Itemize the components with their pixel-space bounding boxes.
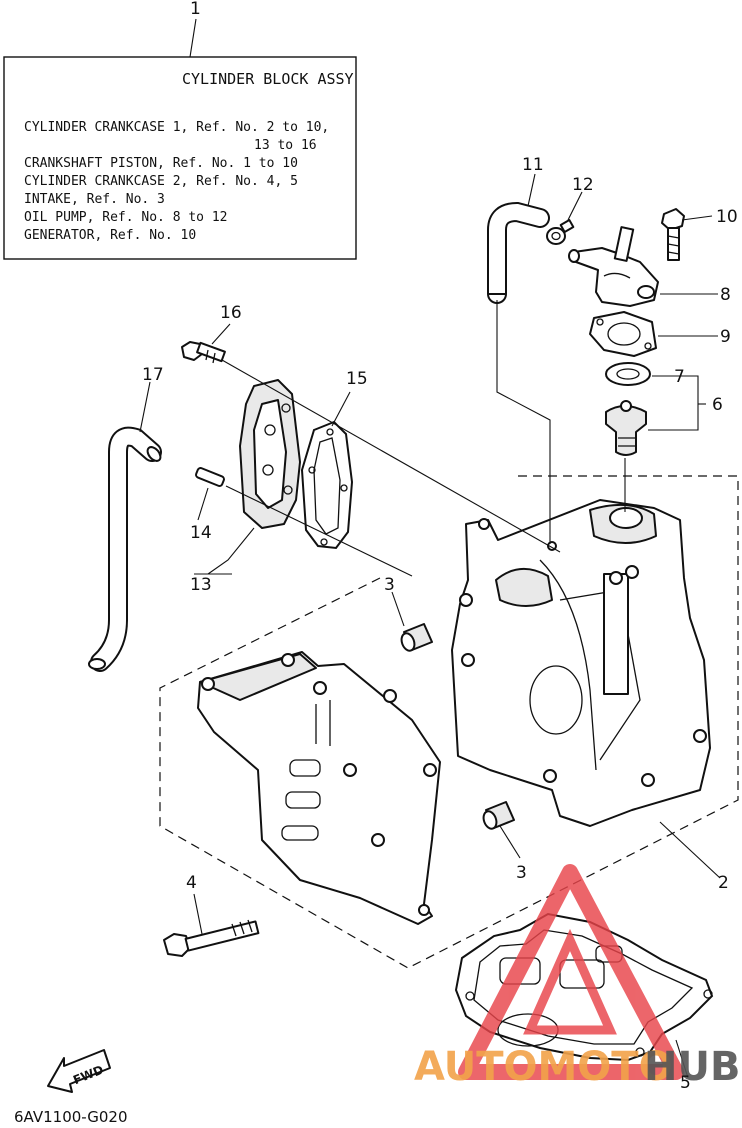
info-box-line: OIL PUMP, Ref. No. 8 to 12 <box>24 210 228 225</box>
gasket-part-9 <box>589 311 657 357</box>
callout-6: 6 <box>712 395 723 415</box>
callout-4: 4 <box>186 873 197 893</box>
bolt-part-4 <box>163 919 260 957</box>
gasket-part-5 <box>454 912 714 1062</box>
cylinder-block-part-2 <box>451 499 711 827</box>
bolt-part-10 <box>661 208 685 261</box>
diagram-code: 6AV1100-G020 <box>14 1108 128 1126</box>
seal-part-7 <box>605 362 651 386</box>
dowel-pin-part-3 <box>482 801 515 830</box>
callout-7: 7 <box>674 367 685 387</box>
info-box-line: INTAKE, Ref. No. 3 <box>24 192 165 207</box>
callout-13: 13 <box>190 575 212 595</box>
bolt-part-16 <box>181 341 226 364</box>
clip-part-12 <box>546 219 575 245</box>
thermostat-part-6 <box>605 400 647 456</box>
watermark-text-primary: AUTOMOTO <box>414 1044 673 1090</box>
dowel-pin-part-3 <box>400 623 433 652</box>
info-box-line: GENERATOR, Ref. No. 10 <box>24 228 196 243</box>
watermark-logo <box>458 864 684 1080</box>
callout-3: 3 <box>516 863 527 883</box>
pin-part-14 <box>195 467 225 487</box>
callout-9: 9 <box>720 327 731 347</box>
callout-17: 17 <box>142 365 164 385</box>
info-box-line: CYLINDER CRANKCASE 2, Ref. No. 4, 5 <box>24 174 298 189</box>
leader-lines <box>139 173 721 1079</box>
assembly-boundary <box>159 475 739 969</box>
gasket-part-15 <box>300 420 354 550</box>
callout-3: 3 <box>384 575 395 595</box>
callout-5: 5 <box>680 1073 691 1093</box>
callout-2: 2 <box>718 873 729 893</box>
callout-1: 1 <box>190 0 201 19</box>
hose-part-11 <box>487 201 550 304</box>
callout-15: 15 <box>346 369 368 389</box>
callout-8: 8 <box>720 285 731 305</box>
info-box-title: CYLINDER BLOCK ASSY <box>182 70 354 88</box>
info-box-line: CYLINDER CRANKCASE 1, Ref. No. 2 to 10, <box>24 120 329 135</box>
callout-16: 16 <box>220 303 242 323</box>
oil-pump-part-8 <box>568 226 659 307</box>
fwd-arrow-icon: FWD <box>47 1049 111 1093</box>
callout-12: 12 <box>572 175 594 195</box>
crankcase-part <box>197 651 441 925</box>
info-box: CYLINDER BLOCK ASSY CYLINDER CRANKCASE 1… <box>3 18 357 260</box>
callout-14: 14 <box>190 523 212 543</box>
callout-10: 10 <box>716 207 738 227</box>
info-box-line: CRANKSHAFT PISTON, Ref. No. 1 to 10 <box>24 156 298 171</box>
cover-part-13 <box>239 379 301 529</box>
info-box-line: 13 to 16 <box>254 138 317 153</box>
callout-11: 11 <box>522 155 544 175</box>
watermark-text-secondary: HUB <box>644 1044 740 1090</box>
hose-part-17 <box>88 426 162 672</box>
